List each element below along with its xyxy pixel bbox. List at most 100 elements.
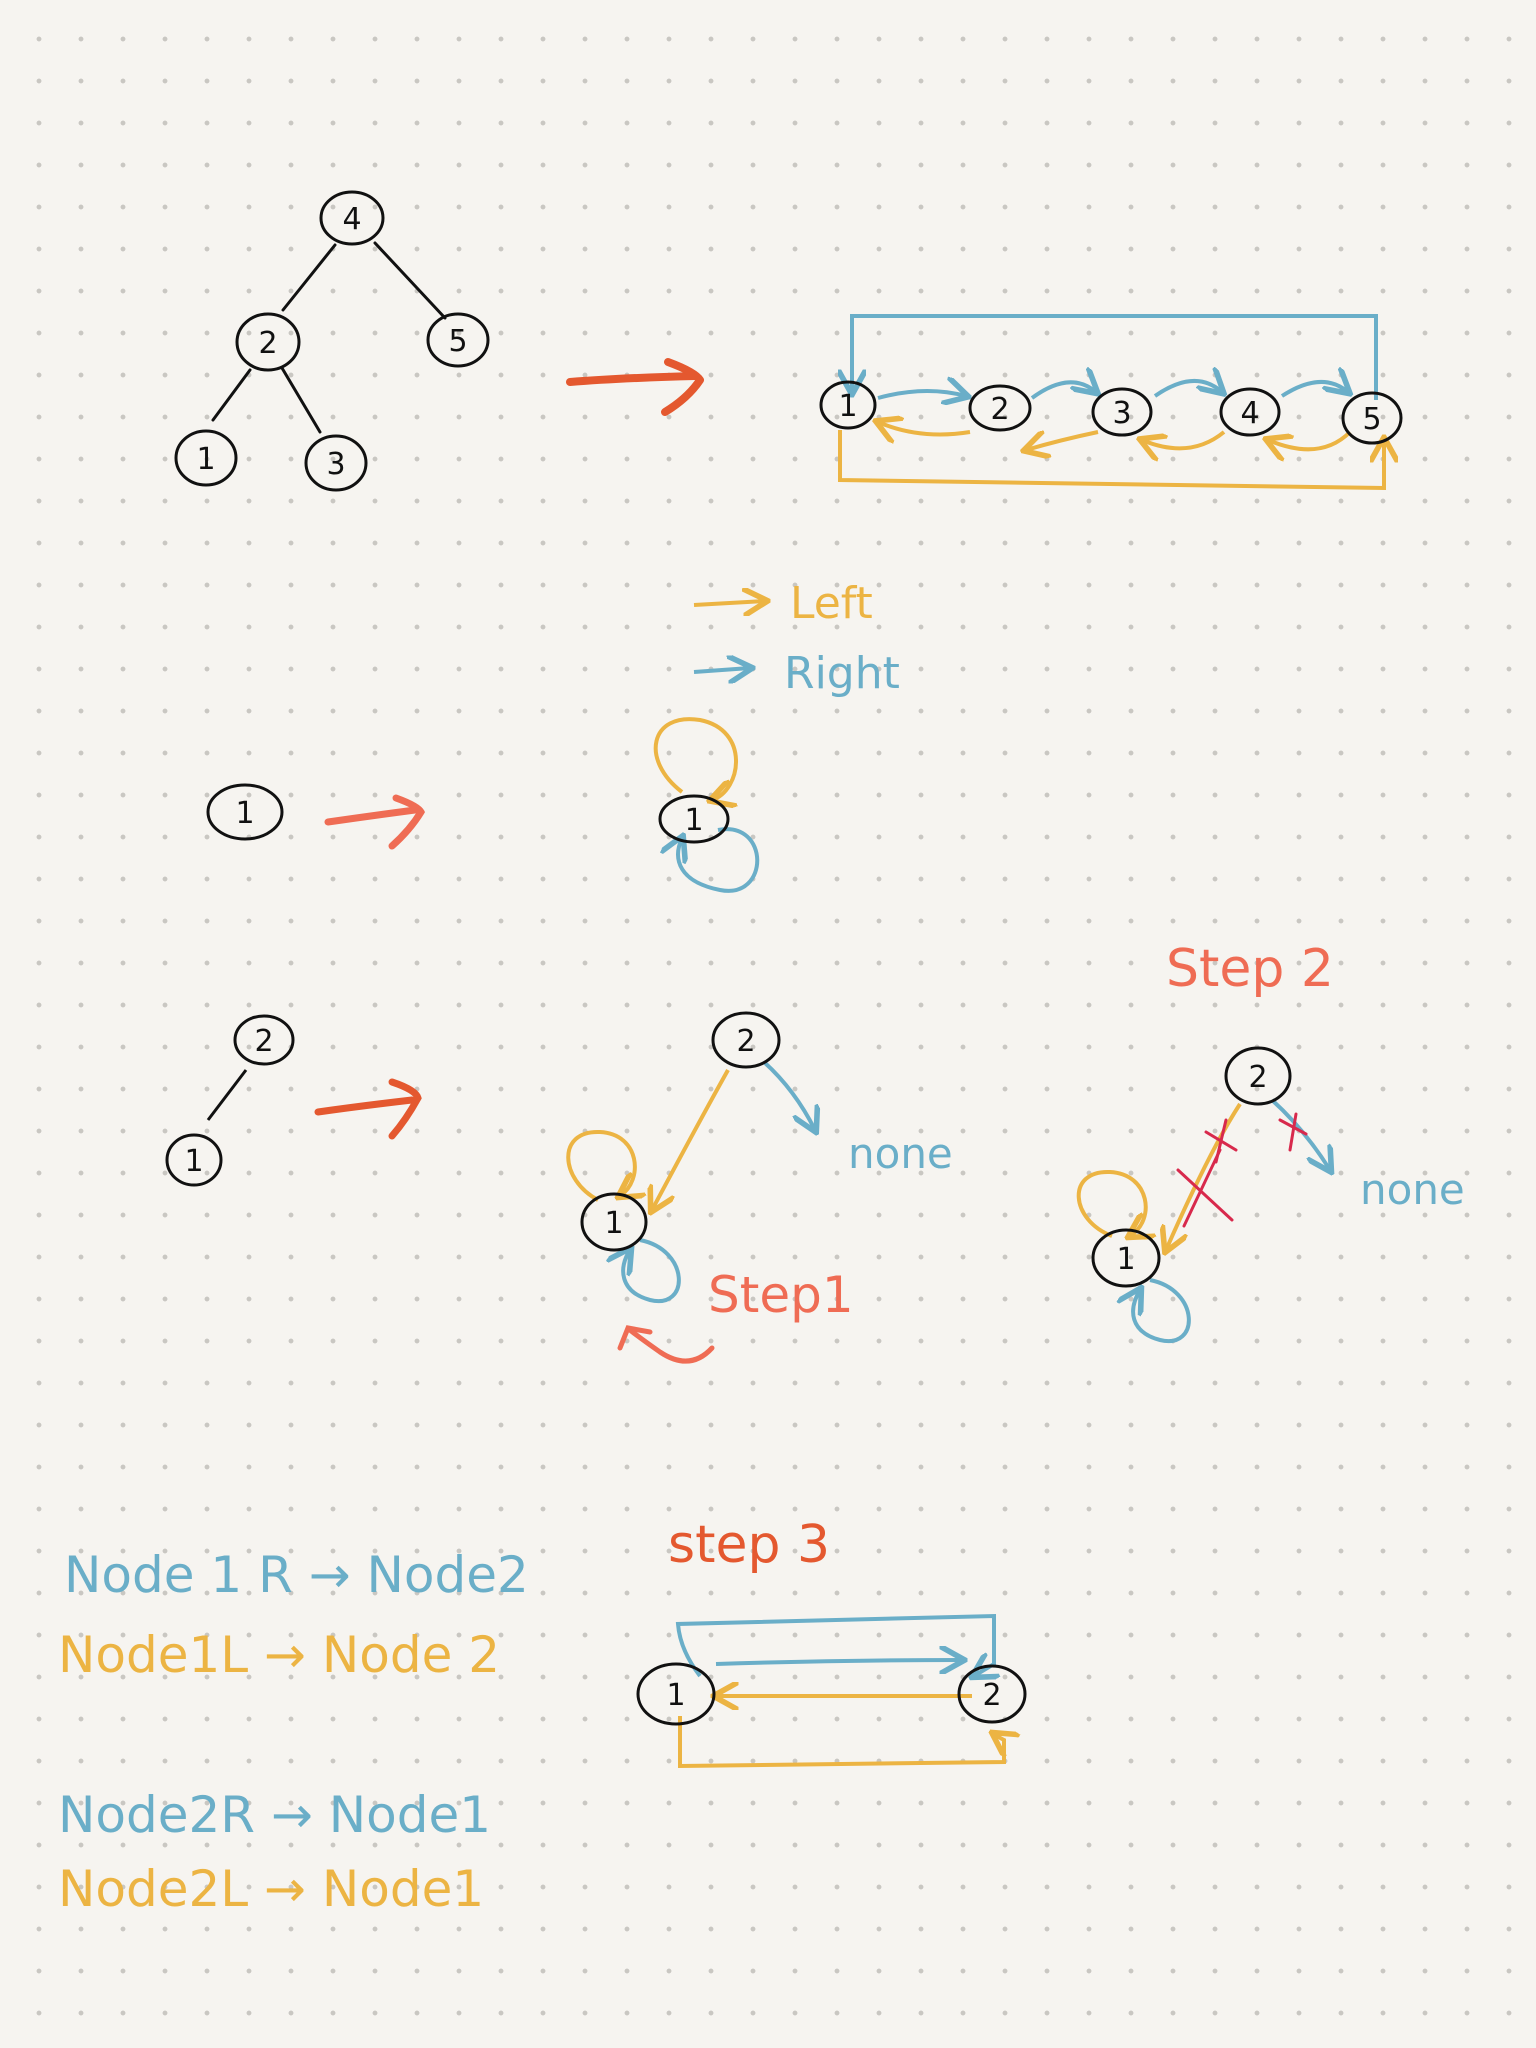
step3-node-2-label: 2 bbox=[982, 1678, 1001, 1713]
tree-node-4: 4 bbox=[319, 190, 385, 246]
note-line: Node1L → Node 2 bbox=[58, 1626, 500, 1684]
step1-self-left-loop bbox=[566, 1129, 635, 1202]
cross-icon bbox=[1214, 1118, 1228, 1164]
right-edge bbox=[1030, 382, 1096, 400]
single-node-case: 1 1 bbox=[206, 717, 760, 893]
tree-node-label: 2 bbox=[258, 326, 277, 361]
tree-node-1: 1 bbox=[174, 429, 238, 487]
list-node-label: 3 bbox=[1112, 396, 1131, 431]
pair-arrow bbox=[314, 1078, 422, 1140]
list-node-label: 2 bbox=[990, 392, 1009, 427]
step2-node-1-label: 1 bbox=[1116, 1242, 1135, 1277]
tree-edge bbox=[373, 241, 447, 320]
list-node-5: 5 bbox=[1341, 391, 1403, 445]
step3-diagram: step 3 1 2 bbox=[636, 1515, 1027, 1769]
tree-edge bbox=[281, 243, 337, 312]
binary-tree bbox=[211, 241, 447, 434]
legend-right: Right bbox=[693, 648, 900, 699]
legend-right-label: Right bbox=[784, 648, 900, 699]
cross-marks bbox=[1176, 1112, 1308, 1228]
step3-right-edge bbox=[715, 1660, 962, 1664]
right-arrow-icon bbox=[693, 668, 750, 672]
transform-arrow bbox=[566, 358, 704, 416]
right-edge bbox=[1153, 381, 1222, 396]
left-edge bbox=[1268, 430, 1352, 449]
right-edge bbox=[1280, 382, 1348, 398]
step2-label: Step 2 bbox=[1166, 939, 1334, 999]
single-input-node: 1 bbox=[206, 783, 284, 841]
list-node-1: 1 bbox=[819, 380, 877, 430]
left-edge bbox=[1026, 430, 1099, 450]
step2-none-label: none bbox=[1360, 1165, 1465, 1214]
step2-node-1: 1 bbox=[1091, 1228, 1161, 1288]
right-edge bbox=[877, 391, 966, 398]
list-node-label: 1 bbox=[838, 389, 857, 424]
tree-node-label: 4 bbox=[342, 202, 361, 237]
tree-node-label: 1 bbox=[196, 442, 215, 477]
list-node-label: 5 bbox=[1362, 402, 1381, 437]
self-right-loop bbox=[678, 827, 760, 893]
tree-node-label: 5 bbox=[448, 324, 467, 359]
single-output-node-label: 1 bbox=[684, 803, 703, 838]
step1-diagram: 2 1 none Step1 bbox=[566, 1011, 953, 1364]
step2-diagram: Step 2 2 1 none bbox=[1076, 939, 1465, 1344]
single-output-node: 1 bbox=[658, 794, 730, 844]
list-node-2: 2 bbox=[968, 384, 1032, 432]
pair-edge bbox=[206, 1069, 248, 1121]
pair-parent-node: 2 bbox=[233, 1014, 295, 1066]
circular-list: 1 2 3 4 5 bbox=[819, 314, 1403, 491]
note-line: Node2L → Node1 bbox=[58, 1860, 484, 1918]
step1-left-edge bbox=[652, 1069, 730, 1210]
step1-node-2: 2 bbox=[711, 1011, 781, 1069]
tree-node-2: 2 bbox=[235, 312, 301, 372]
tree-node-5: 5 bbox=[426, 312, 490, 368]
legend-left-label: Left bbox=[790, 578, 873, 629]
step1-node-1: 1 bbox=[580, 1192, 648, 1252]
step2-self-right-loop bbox=[1133, 1278, 1191, 1344]
cross-icon bbox=[1176, 1168, 1234, 1222]
left-arrow-icon bbox=[693, 601, 765, 605]
left-edge bbox=[878, 422, 971, 434]
step1-label: Step1 bbox=[708, 1266, 854, 1324]
note-line: Node2R → Node1 bbox=[58, 1786, 491, 1844]
step2-node-2-label: 2 bbox=[1248, 1060, 1267, 1095]
cross-icon bbox=[1288, 1112, 1298, 1152]
step3-left-bottom-edge bbox=[678, 1716, 1004, 1769]
step1-right-edge bbox=[762, 1060, 815, 1130]
left-edge bbox=[1142, 430, 1226, 448]
step2-right-edge bbox=[1270, 1098, 1330, 1170]
list-node-4: 4 bbox=[1219, 387, 1281, 437]
pair-parent-label: 2 bbox=[254, 1024, 273, 1059]
pair-child-node: 1 bbox=[165, 1133, 223, 1187]
left-loop-edge bbox=[838, 430, 1384, 491]
legend: Left Right bbox=[693, 578, 900, 699]
right-loop-edge bbox=[852, 314, 1378, 400]
tree-node-3: 3 bbox=[304, 434, 368, 492]
step3-node-1-label: 1 bbox=[666, 1678, 685, 1713]
step2-node-2: 2 bbox=[1224, 1046, 1292, 1106]
step1-self-right-loop bbox=[623, 1238, 681, 1304]
step3-label: step 3 bbox=[668, 1515, 830, 1575]
single-input-node-label: 1 bbox=[235, 796, 254, 831]
step2-self-left-loop bbox=[1076, 1169, 1146, 1236]
step3-node-1: 1 bbox=[636, 1662, 716, 1726]
list-node-label: 4 bbox=[1240, 396, 1259, 431]
notes: Node 1 R → Node2 Node1L → Node 2 Node2R … bbox=[58, 1546, 529, 1918]
tree-edge bbox=[211, 368, 252, 422]
self-left-loop bbox=[653, 717, 738, 800]
list-node-3: 3 bbox=[1091, 387, 1153, 437]
step1-none-label: none bbox=[848, 1129, 953, 1178]
single-arrow bbox=[324, 794, 425, 850]
pair-input: 2 1 bbox=[165, 1014, 422, 1187]
step1-return-arrow bbox=[617, 1325, 715, 1364]
step3-right-top-edge bbox=[675, 1613, 994, 1676]
step1-node-1-label: 1 bbox=[604, 1206, 623, 1241]
legend-left: Left bbox=[693, 578, 873, 629]
step2-left-edge bbox=[1166, 1102, 1242, 1250]
pair-child-label: 1 bbox=[184, 1144, 203, 1179]
step1-node-2-label: 2 bbox=[736, 1024, 755, 1059]
tree-edge bbox=[280, 366, 322, 434]
step3-node-2: 2 bbox=[957, 1664, 1027, 1724]
cross-icon bbox=[1182, 1148, 1222, 1228]
